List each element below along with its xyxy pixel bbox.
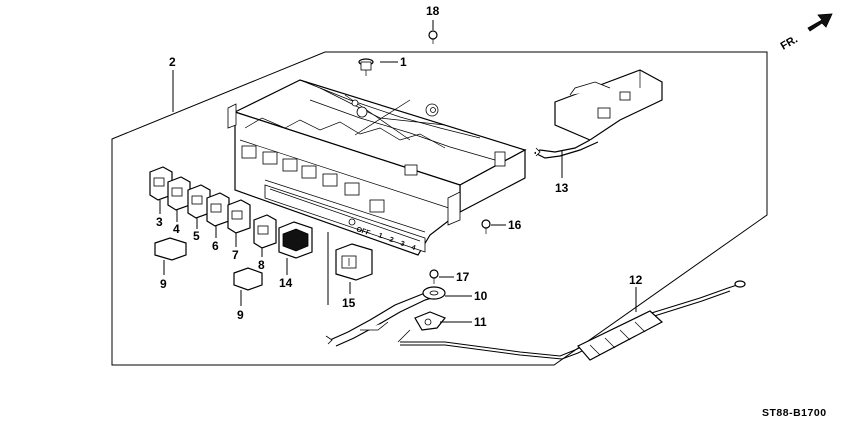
screw-18 — [428, 30, 438, 44]
heater-control-unit: OFF 1 2 3 4 — [227, 79, 527, 256]
switch-15 — [335, 243, 373, 281]
panel-mark-1: 1 — [377, 232, 383, 240]
callout-7: 7 — [232, 248, 239, 262]
panel-mark-off: OFF — [355, 226, 371, 237]
switch-6 — [206, 192, 230, 227]
assembly-boundary — [111, 51, 768, 366]
diagram-code: ST88-B1700 — [762, 407, 827, 419]
bracket-13 — [533, 69, 663, 159]
callout-18: 18 — [426, 4, 440, 18]
callout-6: 6 — [212, 239, 219, 253]
direction-label: FR. — [779, 33, 800, 52]
callout-12: 12 — [629, 273, 643, 287]
callout-5: 5 — [193, 229, 200, 243]
lever-10 — [325, 286, 446, 347]
callout-10: 10 — [474, 289, 488, 303]
cable-12 — [400, 280, 746, 361]
switch-3 — [149, 166, 173, 201]
panel-mark-3: 3 — [399, 240, 405, 248]
callout-4: 4 — [173, 222, 180, 236]
direction-indicator: FR. — [779, 13, 833, 53]
callout-14: 14 — [279, 276, 293, 290]
knob-9-lower — [233, 267, 263, 291]
screw-16 — [481, 219, 491, 234]
callouts: 1 2 3 4 5 6 7 8 9 9 10 11 12 13 14 15 16… — [156, 4, 643, 329]
switch-7 — [227, 199, 251, 234]
callout-11: 11 — [474, 315, 487, 329]
knob-9-upper — [154, 237, 187, 261]
switch-5 — [187, 184, 211, 219]
panel-mark-4: 4 — [410, 244, 416, 252]
callout-9-lower: 9 — [237, 308, 244, 322]
leader-lines — [159, 20, 637, 323]
direction-arrow-icon — [807, 13, 833, 32]
callout-15: 15 — [342, 296, 356, 310]
callout-8: 8 — [258, 258, 265, 272]
callout-16: 16 — [508, 218, 522, 232]
clamp-11 — [397, 311, 446, 343]
screw-1 — [358, 58, 374, 76]
callout-13: 13 — [555, 181, 569, 195]
callout-17: 17 — [456, 270, 470, 284]
callout-2: 2 — [169, 55, 176, 69]
switch-4 — [167, 176, 191, 211]
switch-8 — [253, 214, 277, 249]
callout-3: 3 — [156, 215, 163, 229]
switch-14 — [278, 221, 313, 259]
panel-mark-2: 2 — [388, 236, 394, 244]
callout-1: 1 — [400, 55, 407, 69]
callout-9-upper: 9 — [160, 277, 167, 291]
screw-17 — [429, 269, 439, 284]
